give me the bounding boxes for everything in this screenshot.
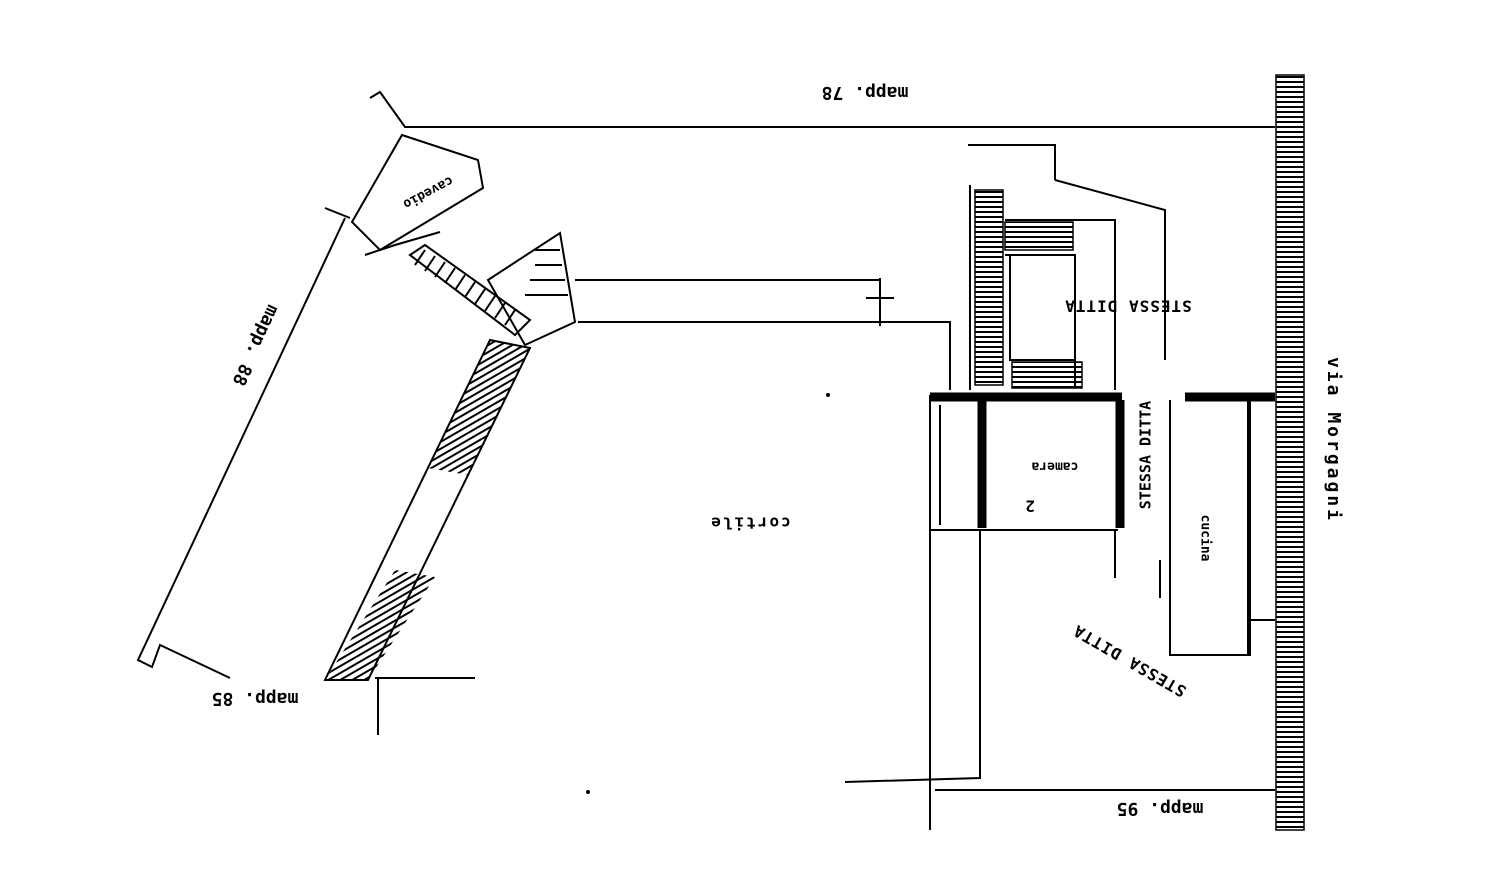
cavedio-outline bbox=[350, 133, 485, 252]
label-mapp-85: mapp. 85 bbox=[212, 688, 299, 709]
label-stessa-ditta-vertical: STESSA DITTA bbox=[1137, 401, 1155, 509]
label-stessa-ditta-upper: STESSA DITTA bbox=[1064, 297, 1192, 316]
label-camera: camera bbox=[1031, 459, 1078, 474]
corridor bbox=[575, 278, 951, 390]
label-camera-number: 2 bbox=[1025, 497, 1035, 516]
label-stessa-ditta-lower: STESSA DITTA bbox=[1070, 621, 1190, 701]
stair-upper-left bbox=[324, 207, 577, 347]
label-cortile: cortile bbox=[709, 514, 790, 533]
upper-building bbox=[968, 144, 1166, 390]
label-mapp-78: mapp. 78 bbox=[822, 82, 909, 103]
label-mapp-95: mapp. 95 bbox=[1117, 798, 1204, 819]
boundary-lines bbox=[136, 90, 1275, 830]
label-cucina: cucina bbox=[1198, 515, 1213, 562]
main-building bbox=[930, 392, 1275, 656]
street-boundary-wall bbox=[1275, 74, 1305, 831]
diagonal-strip bbox=[323, 338, 532, 681]
label-street: via Morgagni bbox=[1323, 357, 1344, 523]
label-cavedio: cavedio bbox=[400, 173, 456, 212]
label-mapp-88: mapp. 88 bbox=[228, 301, 284, 388]
